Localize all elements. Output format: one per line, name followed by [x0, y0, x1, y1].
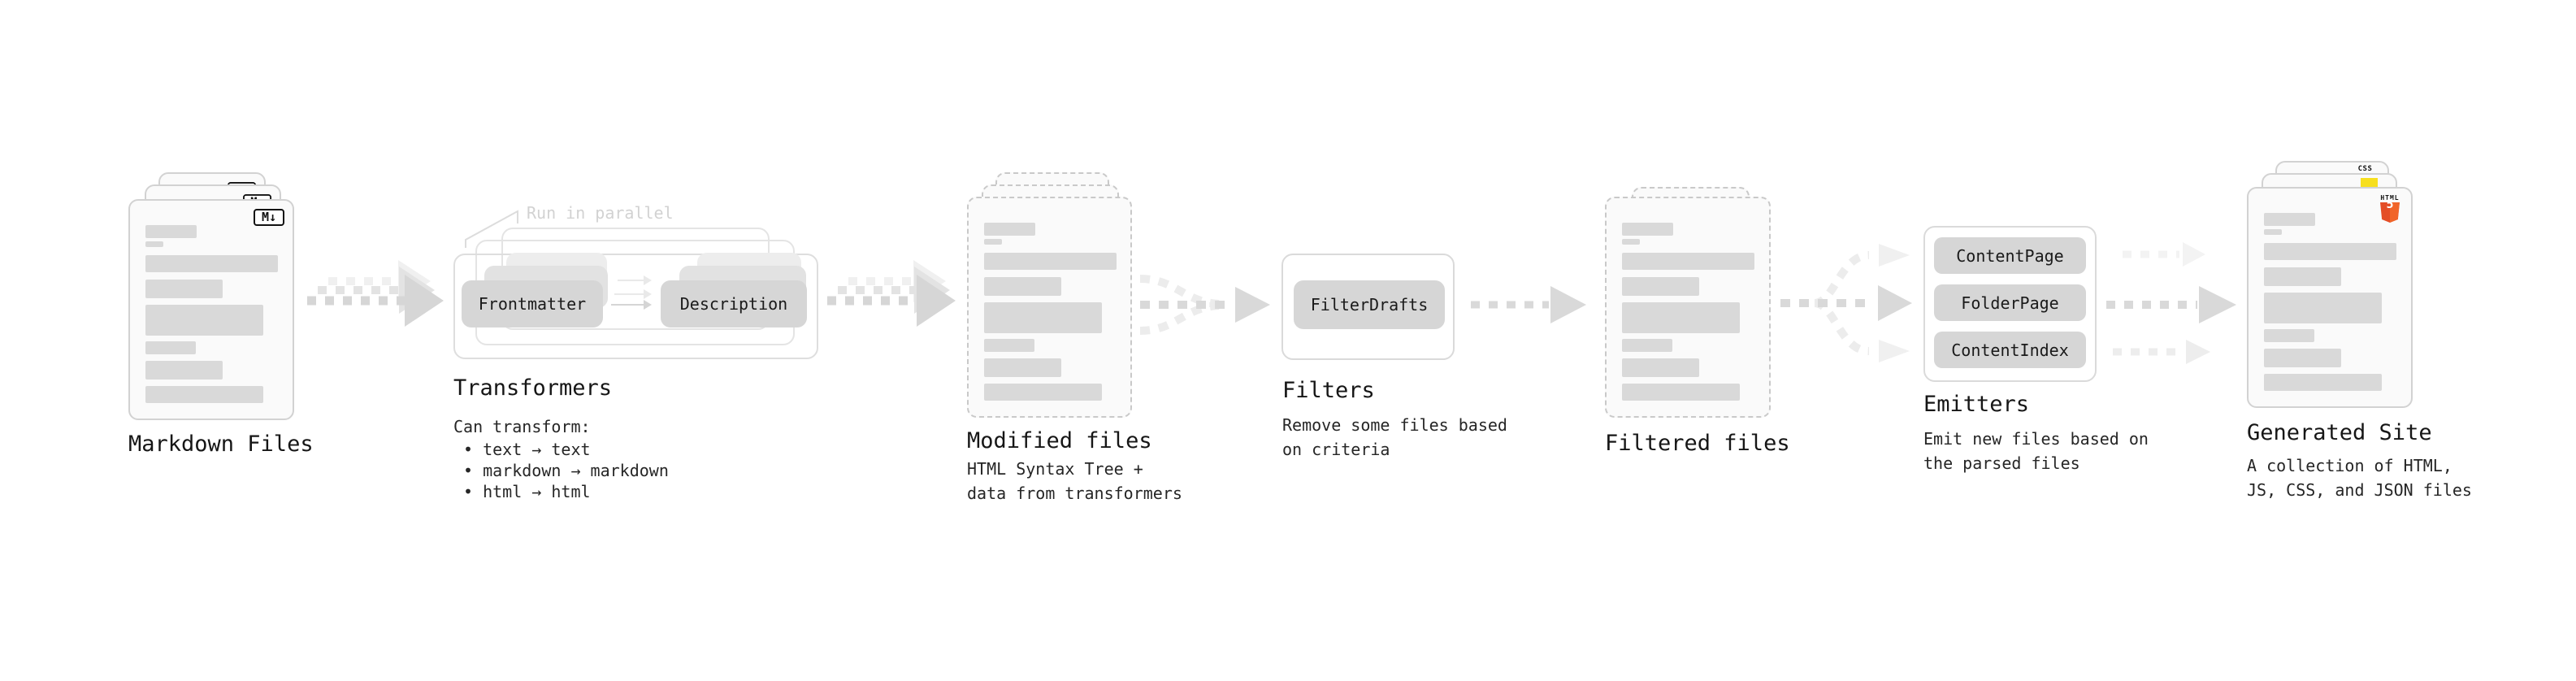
filters-label: Filters — [1282, 378, 1375, 403]
transform-rule: • html → html — [463, 482, 591, 501]
placeholder-bar — [1622, 339, 1672, 352]
placeholder-bar — [984, 339, 1034, 352]
placeholder-bar — [1622, 358, 1699, 377]
filtered-file-stack — [1605, 187, 1800, 431]
placeholder-bar — [984, 277, 1061, 296]
file-content-placeholder — [1607, 198, 1769, 401]
run-in-parallel-callout-line — [465, 210, 518, 248]
transformers-note-list: • text → text • markdown → markdown • ht… — [463, 439, 669, 502]
generated-site-label: Generated Site — [2247, 420, 2432, 445]
file-content-placeholder — [130, 201, 293, 403]
pill-arrow-top — [618, 275, 652, 285]
placeholder-bar — [1622, 253, 1754, 270]
html5-icon-text: HTML — [2380, 194, 2400, 202]
file-content-placeholder — [2249, 189, 2411, 391]
placeholder-bar — [984, 384, 1102, 401]
html-file-card: HTML 5 — [2247, 187, 2413, 408]
emit-arrow-middle — [2106, 286, 2236, 323]
placeholder-bar — [984, 302, 1102, 333]
placeholder-bar — [984, 223, 1035, 236]
css-icon-text: CSS — [2357, 165, 2373, 173]
emit-arrow-bottom — [2113, 340, 2210, 364]
placeholder-bar — [145, 225, 197, 238]
contentindex-pill: ContentIndex — [1934, 332, 2086, 368]
html5-icon: HTML 5 — [2379, 194, 2400, 223]
placeholder-bar — [1622, 302, 1740, 333]
emit-arrow-top — [2123, 242, 2205, 267]
flow-arrow-front — [307, 275, 444, 327]
placeholder-bar — [2264, 329, 2314, 342]
flow-arrow — [1471, 286, 1586, 323]
placeholder-bar — [145, 386, 263, 403]
description-pill: Description — [661, 280, 807, 327]
transformers-label: Transformers — [453, 375, 613, 401]
placeholder-bar — [145, 361, 223, 380]
placeholder-bar — [1622, 384, 1740, 401]
placeholder-bar — [145, 341, 196, 354]
modified-files-note: HTML Syntax Tree + data from transformer… — [967, 459, 1182, 503]
modified-files-label: Modified files — [967, 428, 1152, 453]
folderpage-pill: FolderPage — [1934, 284, 2086, 321]
emitters-label: Emitters — [1923, 392, 2030, 417]
placeholder-bar — [145, 280, 223, 298]
pill-arrow-bottom — [611, 300, 652, 310]
generated-site-note: A collection of HTML, JS, CSS, and JSON … — [2247, 456, 2472, 500]
placeholder-bar — [1622, 277, 1699, 296]
fan-out-arrow — [1780, 244, 1912, 362]
placeholder-bar — [2264, 229, 2282, 235]
placeholder-bar — [984, 239, 1002, 245]
placeholder-bar — [1622, 223, 1673, 236]
flow-arrow-front — [827, 275, 956, 327]
placeholder-bar — [2264, 374, 2382, 391]
placeholder-bar — [2264, 349, 2341, 367]
markdown-icon: M↓ — [254, 209, 284, 226]
placeholder-bar — [145, 241, 163, 247]
transform-rule: • text → text — [463, 440, 591, 459]
javascript-icon — [2361, 178, 2378, 188]
filtered-files-label: Filtered files — [1605, 431, 1790, 456]
pill-arrow-middle — [614, 289, 652, 299]
placeholder-bar — [145, 255, 278, 272]
contentpage-pill: ContentPage — [1934, 237, 2086, 274]
placeholder-bar — [2264, 267, 2341, 286]
placeholder-bar — [2264, 213, 2315, 226]
file-content-placeholder — [969, 198, 1130, 401]
filterdrafts-pill: FilterDrafts — [1294, 280, 1445, 329]
placeholder-bar — [1622, 239, 1640, 245]
markdown-file-card: M↓ — [128, 199, 294, 420]
transformers-note-title: Can transform: — [453, 417, 591, 436]
placeholder-bar — [2264, 293, 2382, 323]
transformer-frame-front — [453, 254, 818, 359]
html5-icon-shield — [2380, 202, 2400, 223]
fan-in-arrow — [1139, 275, 1270, 335]
emitters-note: Emit new files based on the parsed files — [1923, 429, 2149, 473]
filtered-file-card — [1605, 197, 1771, 418]
markdown-files-label: Markdown Files — [128, 432, 314, 457]
run-in-parallel-annotation: Run in parallel — [527, 203, 674, 223]
transform-rule: • markdown → markdown — [463, 461, 669, 480]
frontmatter-pill: Frontmatter — [462, 280, 603, 327]
placeholder-bar — [984, 253, 1117, 270]
placeholder-bar — [984, 358, 1061, 377]
modified-file-card — [967, 197, 1132, 418]
modified-file-stack — [967, 172, 1162, 424]
placeholder-bar — [2264, 243, 2396, 260]
html5-icon-number: 5 — [2386, 197, 2394, 211]
placeholder-bar — [145, 305, 263, 336]
generated-site-stack: CSS HTML 5 — [2247, 161, 2442, 413]
filters-note: Remove some files based on criteria — [1282, 415, 1507, 459]
markdown-file-stack: M↓ M↓ M↓ — [128, 172, 323, 424]
